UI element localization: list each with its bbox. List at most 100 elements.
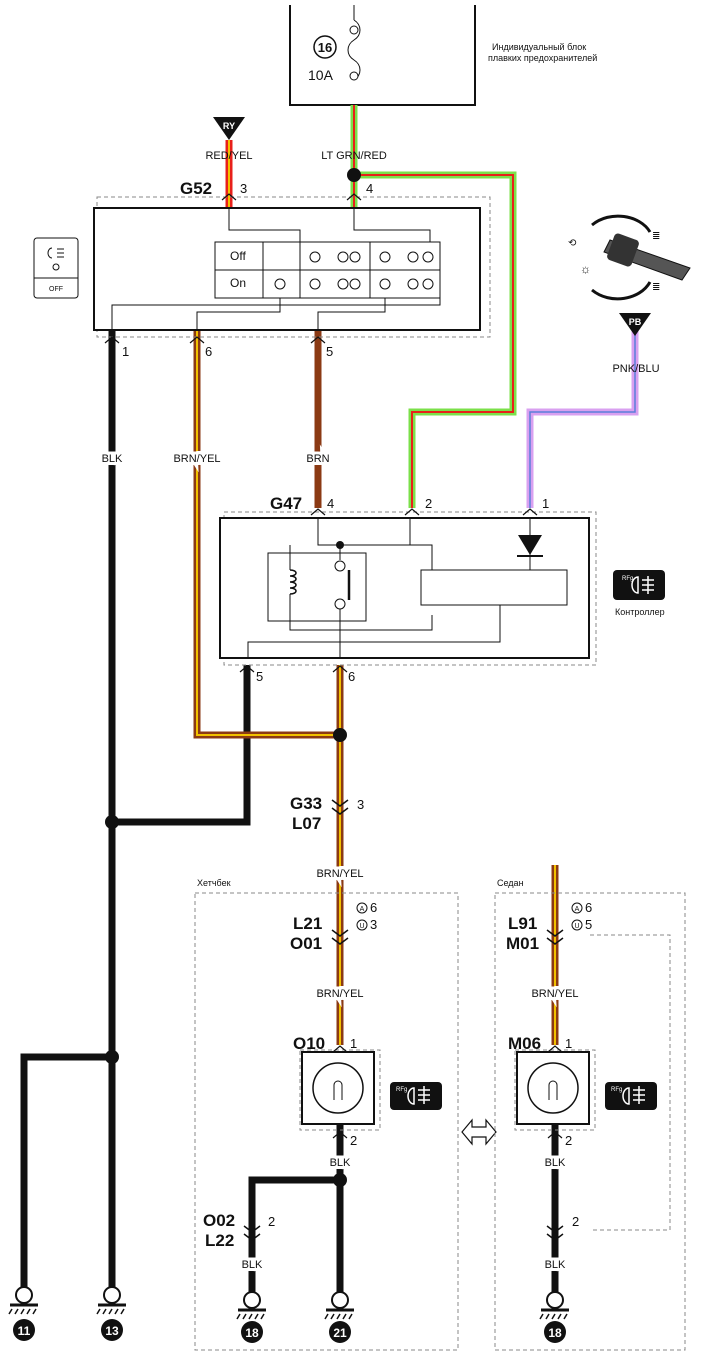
- svg-text:OFF: OFF: [49, 286, 63, 293]
- svg-text:2: 2: [350, 1133, 357, 1148]
- svg-text:G33: G33: [290, 794, 322, 813]
- connector-g47: G47: [270, 494, 302, 513]
- svg-text:3: 3: [357, 797, 364, 812]
- svg-text:L21: L21: [293, 914, 322, 933]
- fuse-number: 16: [318, 40, 332, 55]
- hatchback-title: Хетчбек: [197, 878, 231, 888]
- wire-brn-yel-main: [333, 665, 559, 1045]
- wire-blk-main: [20, 330, 251, 1290]
- ground-21: 21: [324, 1291, 354, 1343]
- label-pnk-blu: PNK/BLU: [612, 363, 659, 375]
- svg-text:4: 4: [327, 496, 334, 511]
- label-blk-4: BLK: [545, 1157, 566, 1169]
- sedan-section: Седан L91 M01 A 6 U 5 BRN/YEL M06 1 2 BL…: [494, 878, 686, 1351]
- label-brn-yel-3: BRN/YEL: [316, 988, 363, 1000]
- inline-connector-g33-l07: G33 L07 3 BRN/YEL: [290, 794, 367, 883]
- ground-11: 11: [8, 1286, 38, 1341]
- source-pb: PB PNK/BLU: [612, 313, 660, 375]
- svg-text:≣: ≣: [652, 282, 660, 293]
- fuse-box: 16 10A Индивидуальный блок плавких предо…: [289, 5, 597, 106]
- source-ry: RY RED/YEL: [205, 117, 253, 162]
- svg-text:1: 1: [565, 1036, 572, 1051]
- svg-text:⟲: ⟲: [568, 238, 577, 249]
- label-blk-1: BLK: [102, 453, 123, 465]
- svg-text:2: 2: [425, 496, 432, 511]
- svg-text:3: 3: [370, 917, 377, 932]
- svg-text:A: A: [575, 906, 580, 913]
- svg-text:2: 2: [565, 1133, 572, 1148]
- sedan-title: Седан: [497, 878, 524, 888]
- svg-text:5: 5: [256, 669, 263, 684]
- svg-text:2: 2: [572, 1214, 579, 1229]
- svg-text:U: U: [574, 923, 579, 930]
- label-brn-yel-2: BRN/YEL: [316, 868, 363, 880]
- svg-text:O01: O01: [290, 934, 322, 953]
- svg-text:6: 6: [205, 344, 212, 359]
- variant-arrow-icon: [461, 1118, 497, 1146]
- svg-text:PB: PB: [629, 317, 642, 327]
- svg-text:L91: L91: [508, 914, 537, 933]
- label-brn-yel-4: BRN/YEL: [531, 988, 578, 1000]
- label-brn: BRN: [306, 453, 329, 465]
- svg-text:5: 5: [326, 344, 333, 359]
- hatchback-section: Хетчбек L21 O01 A 6 U 3 BRN/YEL O10 1 2 …: [194, 878, 459, 1351]
- svg-text:1: 1: [350, 1036, 357, 1051]
- svg-text:3: 3: [240, 181, 247, 196]
- svg-text:1: 1: [122, 344, 129, 359]
- svg-text:M01: M01: [506, 934, 539, 953]
- label-brn-yel-1: BRN/YEL: [173, 453, 220, 465]
- ground-18-hatchback: 18: [236, 1291, 266, 1343]
- controller-label: Контроллер: [615, 607, 665, 617]
- svg-text:2: 2: [268, 1214, 275, 1229]
- svg-text:M06: M06: [508, 1034, 541, 1053]
- label-blk-3: BLK: [242, 1259, 263, 1271]
- switch-g52: G52 3 4 1 6 5 Off On: [93, 179, 491, 359]
- svg-text:L22: L22: [205, 1231, 234, 1250]
- fog-switch-icon: OFF: [33, 237, 79, 299]
- svg-text:1: 1: [542, 496, 549, 511]
- svg-text:21: 21: [333, 1326, 347, 1340]
- label-blk-5: BLK: [545, 1259, 566, 1271]
- label-red-yel: RED/YEL: [205, 150, 252, 162]
- label-lt-grn-red: LT GRN/RED: [321, 150, 387, 162]
- wire-blk-lamps: [248, 1125, 559, 1295]
- fuse-box-label-2: плавких предохранителей: [488, 53, 597, 63]
- switch-row-off: Off: [230, 249, 246, 263]
- svg-text:11: 11: [18, 1324, 31, 1338]
- svg-text:6: 6: [585, 900, 592, 915]
- svg-text:A: A: [360, 906, 365, 913]
- controller-g47: G47 4 2 1 5 6: [219, 494, 597, 684]
- svg-text:6: 6: [370, 900, 377, 915]
- rear-fog-controller-icon: RFg Контроллер: [613, 570, 665, 617]
- svg-text:13: 13: [105, 1324, 119, 1338]
- ground-18-sedan: 18: [539, 1291, 569, 1343]
- svg-text:U: U: [359, 923, 364, 930]
- wire-lt-grn-red: [347, 105, 517, 508]
- svg-text:RFg: RFg: [396, 1087, 407, 1093]
- svg-text:≣: ≣: [652, 231, 660, 242]
- svg-text:18: 18: [245, 1326, 259, 1340]
- connector-g52: G52: [180, 179, 212, 198]
- svg-text:RFg: RFg: [622, 576, 633, 582]
- svg-text:RY: RY: [223, 121, 235, 131]
- svg-text:4: 4: [366, 181, 373, 196]
- ground-13: 13: [96, 1286, 126, 1341]
- label-blk-2: BLK: [330, 1157, 351, 1169]
- svg-text:18: 18: [548, 1326, 562, 1340]
- wire-pnk-blu: [526, 330, 639, 508]
- fuse-rating: 10A: [308, 67, 334, 83]
- fuse-box-label-1: Индивидуальный блок: [492, 42, 586, 52]
- connector-chevrons: [104, 193, 563, 1139]
- svg-text:6: 6: [348, 669, 355, 684]
- svg-text:O02: O02: [203, 1211, 235, 1230]
- wire-brn-yel-switch: [193, 330, 340, 739]
- fuse-number-circle: [313, 35, 337, 59]
- svg-text:☼: ☼: [580, 262, 591, 276]
- headlight-stalk-icon: ⟲ ☼ ≣ ≣: [568, 214, 691, 301]
- svg-text:5: 5: [585, 917, 592, 932]
- switch-row-on: On: [230, 276, 246, 290]
- svg-text:L07: L07: [292, 814, 321, 833]
- svg-text:RFg: RFg: [611, 1087, 622, 1093]
- svg-text:O10: O10: [293, 1034, 325, 1053]
